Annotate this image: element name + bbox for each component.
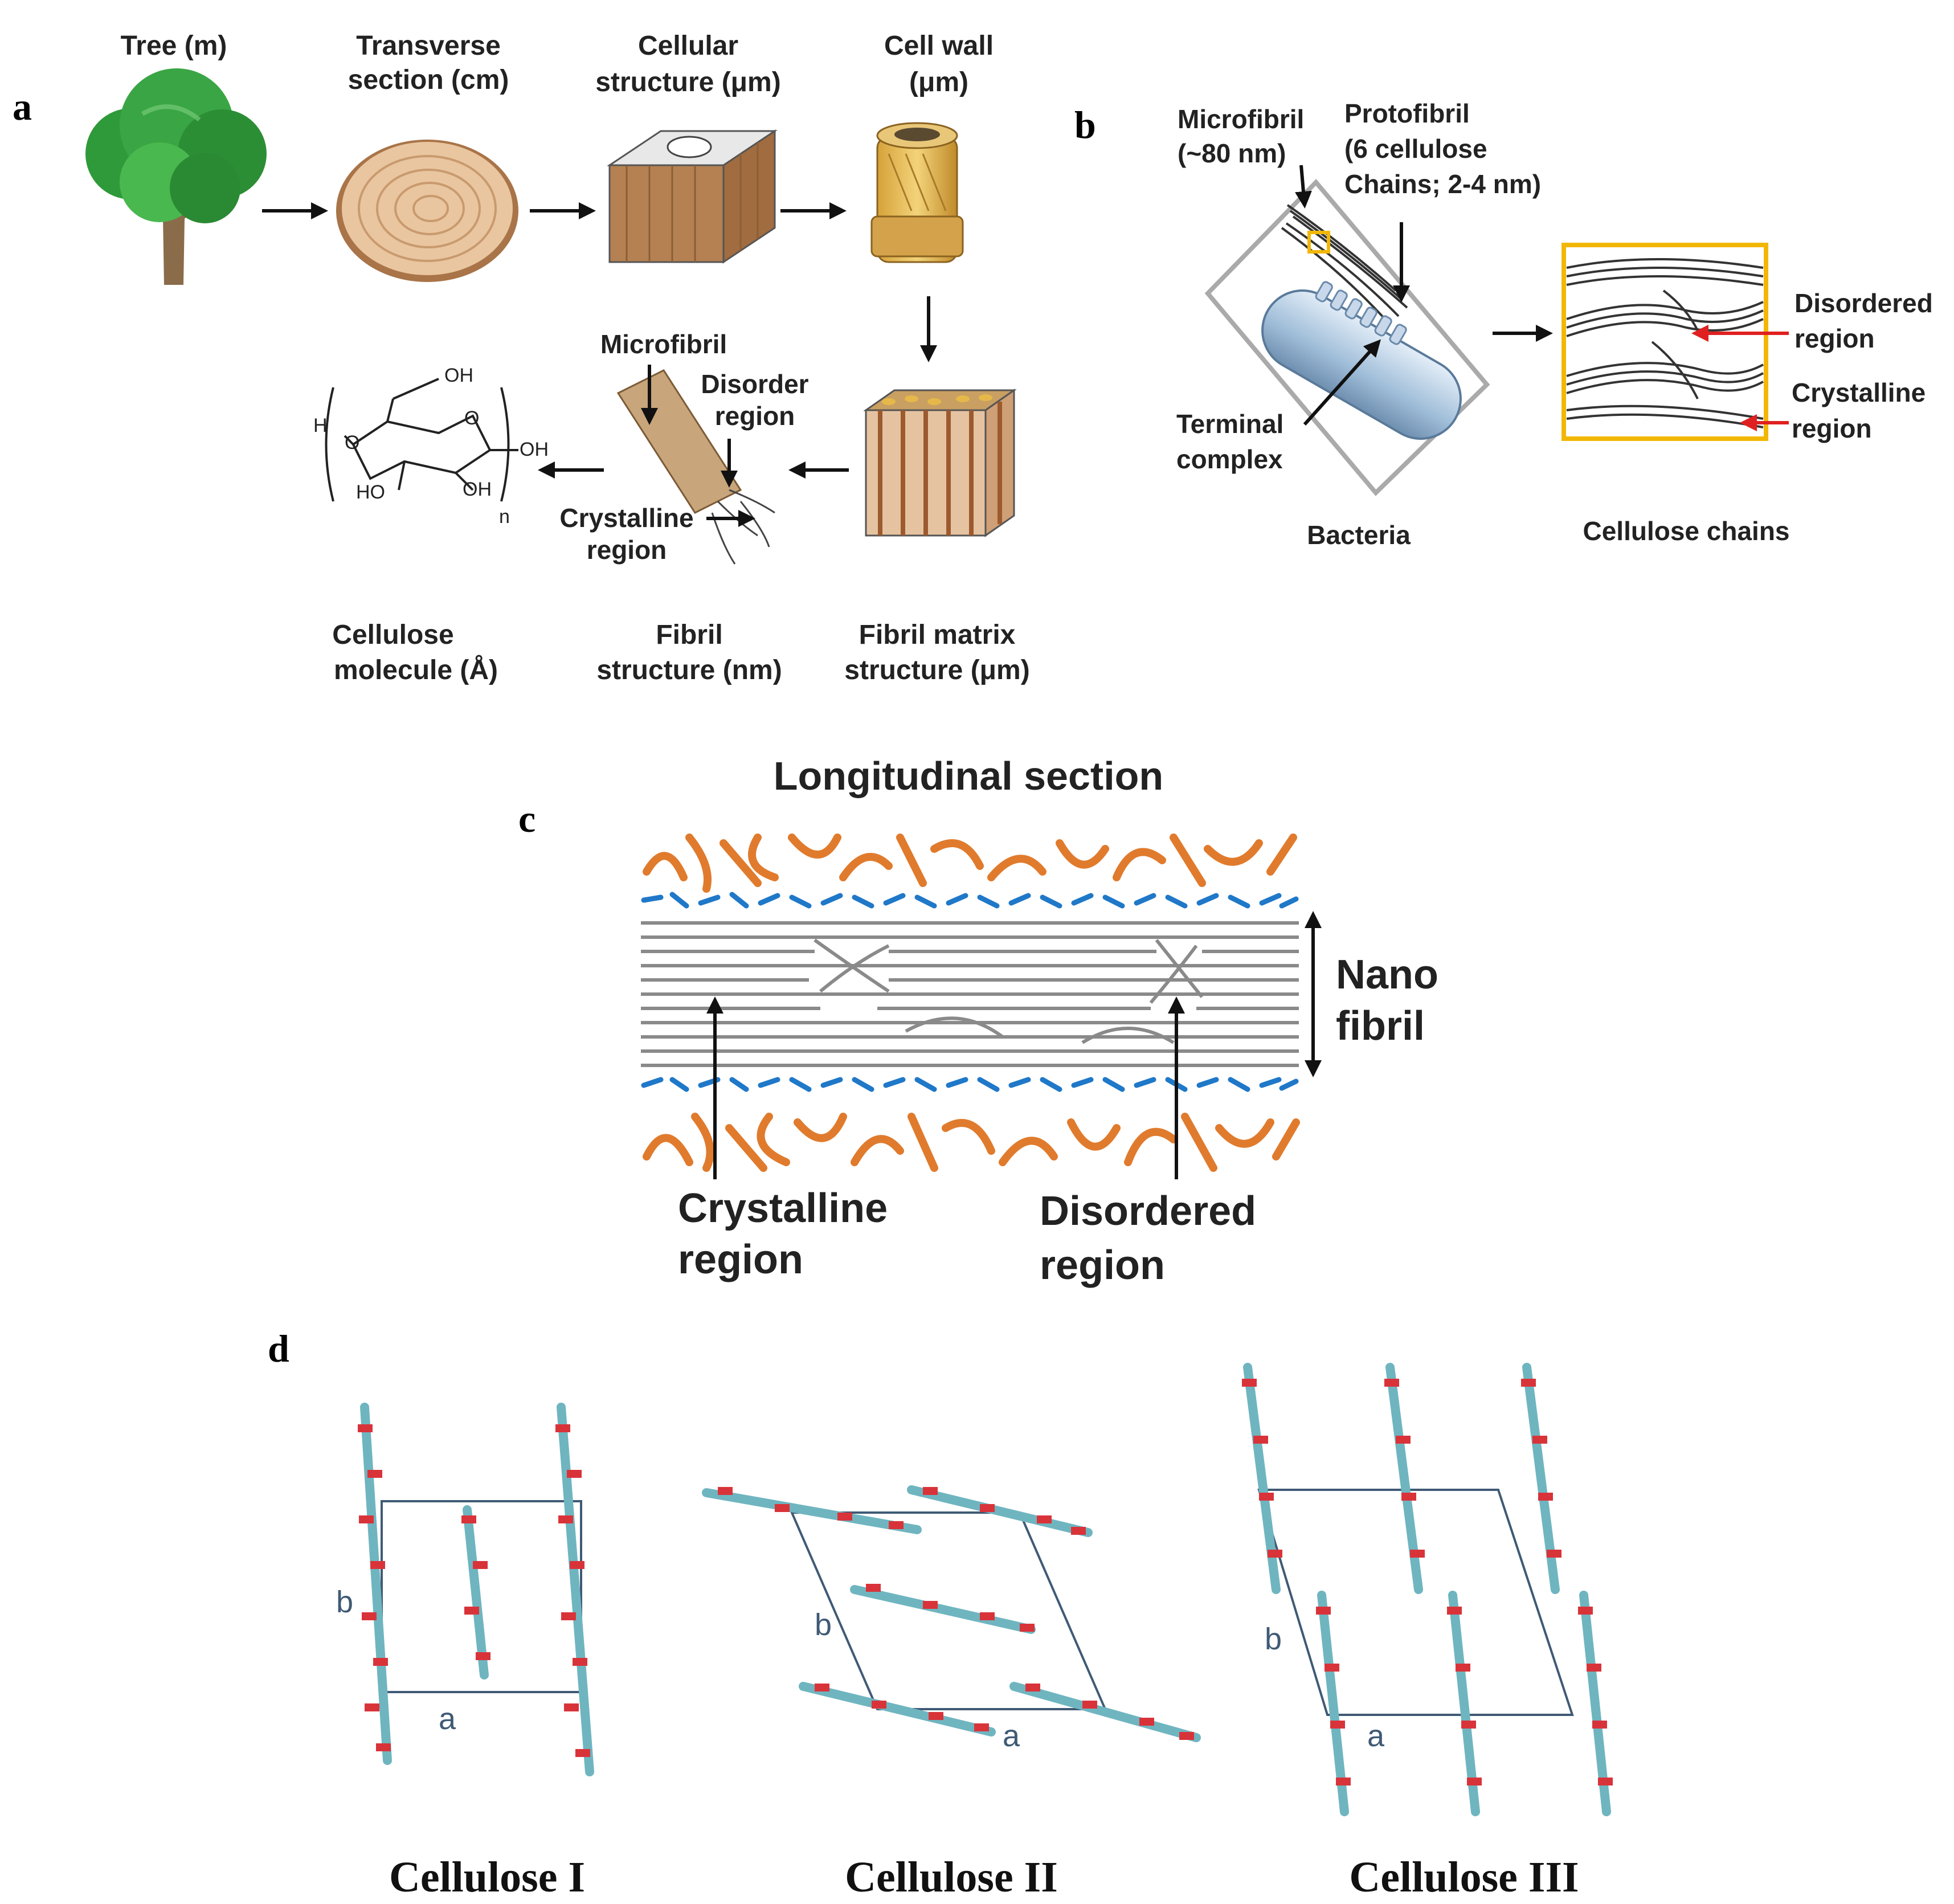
log-slice-icon (336, 140, 518, 282)
cellulose-i-axis-b: b (336, 1585, 353, 1619)
cellulose-ii-axis-a: a (1003, 1719, 1020, 1753)
cellulose-i-axis-a: a (439, 1702, 456, 1736)
b-disordered-label-2: region (1794, 324, 1875, 353)
b-crystalline-label-1: Crystalline (1792, 378, 1926, 407)
c-disordered-label-1: Disordered (1040, 1188, 1256, 1234)
chem-oh3: OH (463, 479, 492, 500)
terminal-label-2: complex (1176, 444, 1283, 474)
terminal-label-1: Terminal (1176, 409, 1283, 439)
b-microfibril-label-2: (~80 nm) (1178, 138, 1286, 168)
chem-n: n (499, 506, 510, 528)
matrix-label-2: structure (μm) (844, 655, 1029, 685)
cellulose-i-structure (358, 1403, 594, 1776)
c-crystalline-label-1: Crystalline (678, 1186, 888, 1231)
cellulose-iii-axis-a: a (1367, 1719, 1385, 1753)
tree-icon (85, 68, 267, 285)
lignin-top (643, 833, 1297, 893)
bacteria-label: Bacteria (1307, 520, 1411, 550)
microfibril-strands (1281, 204, 1408, 326)
protofibril-label-3: Chains; 2-4 nm) (1344, 169, 1541, 199)
arrow-b-microfibril (1295, 165, 1312, 209)
chem-o1: O (345, 432, 359, 453)
panel-a: Tree (m) Transverse section (cm) Cellula… (85, 31, 1030, 685)
panel-c-letter: c (518, 797, 535, 840)
b-disordered-label-1: Disordered (1794, 288, 1933, 318)
cellulose-ii-label: Cellulose II (845, 1853, 1058, 1901)
cellulose-iii-axis-b: b (1265, 1622, 1282, 1656)
cellwall-label-2: (μm) (909, 67, 968, 97)
chem-oh1: OH (444, 365, 473, 386)
fibril-label-1: Fibril (656, 620, 722, 650)
lignin-bottom (643, 1113, 1300, 1172)
protofibril-label-1: Protofibril (1344, 99, 1470, 128)
microfibril-label: Microfibril (600, 329, 727, 359)
fibril-matrix-cube-icon (863, 389, 1017, 537)
cellular-cube-icon (607, 129, 778, 264)
highlight-box-small (1307, 231, 1330, 254)
cellular-label-1: Cellular (638, 31, 738, 61)
chem-oh2: OH (520, 439, 549, 460)
bacteria-frame (1204, 179, 1490, 496)
chem-ho: HO (356, 481, 385, 503)
nanofibril-chains (641, 921, 1299, 1067)
molecule-label-2: molecule (Å) (334, 655, 498, 685)
hemicellulose-bottom (641, 1077, 1299, 1092)
chem-h: H (313, 415, 328, 436)
chains-label: Cellulose chains (1583, 516, 1789, 546)
panel-b: Microfibril (~80 nm) Protofibril (6 cell… (1176, 99, 1933, 550)
disorder-label-1: Disorder (701, 369, 808, 399)
longitudinal-title: Longitudinal section (774, 754, 1163, 798)
c-crystalline-label-2: region (678, 1237, 803, 1282)
cellulose-iii-label: Cellulose III (1349, 1853, 1579, 1901)
panel-b-letter: b (1074, 103, 1096, 146)
bacterium-icon (1261, 281, 1462, 440)
fibril-label-2: structure (nm) (596, 655, 782, 685)
hemicellulose-top (641, 892, 1299, 909)
arrow-terminal-complex (1303, 339, 1381, 426)
chem-o2: O (464, 407, 479, 429)
disorder-label-2: region (715, 401, 795, 431)
nano-label-1: Nano (1336, 952, 1438, 998)
panel-d-letter: d (268, 1327, 289, 1370)
matrix-label-1: Fibril matrix (859, 620, 1016, 650)
cellulose-i-label: Cellulose I (389, 1853, 585, 1901)
cellulose-iii-structure (1242, 1363, 1613, 1816)
c-disordered-label-2: region (1040, 1243, 1165, 1288)
nano-label-2: fibril (1336, 1003, 1425, 1049)
cell-wall-icon (870, 122, 964, 263)
panel-c: Longitudinal section (641, 754, 1438, 1288)
molecule-label-1: Cellulose (332, 620, 453, 650)
panel-d: b a b a (336, 1363, 1613, 1901)
transverse-label-2: section (cm) (348, 65, 509, 95)
cellulose-ii-axis-b: b (815, 1608, 832, 1642)
panel-a-letter: a (13, 85, 32, 128)
cellular-label-2: structure (μm) (595, 67, 780, 97)
cellulose-ii-structure (702, 1485, 1201, 1742)
b-crystalline-label-2: region (1792, 414, 1872, 443)
tree-label: Tree (m) (121, 31, 227, 61)
transverse-label-1: Transverse (356, 31, 501, 61)
cellwall-label-1: Cell wall (884, 31, 994, 61)
crystalline-label-a-2: region (587, 535, 667, 565)
cellulose-chains-box (1561, 243, 1768, 441)
cellulose-molecule-icon (325, 378, 518, 502)
b-microfibril-label-1: Microfibril (1178, 104, 1304, 134)
protofibril-label-2: (6 cellulose (1344, 134, 1487, 164)
crystalline-label-a-1: Crystalline (559, 503, 693, 533)
